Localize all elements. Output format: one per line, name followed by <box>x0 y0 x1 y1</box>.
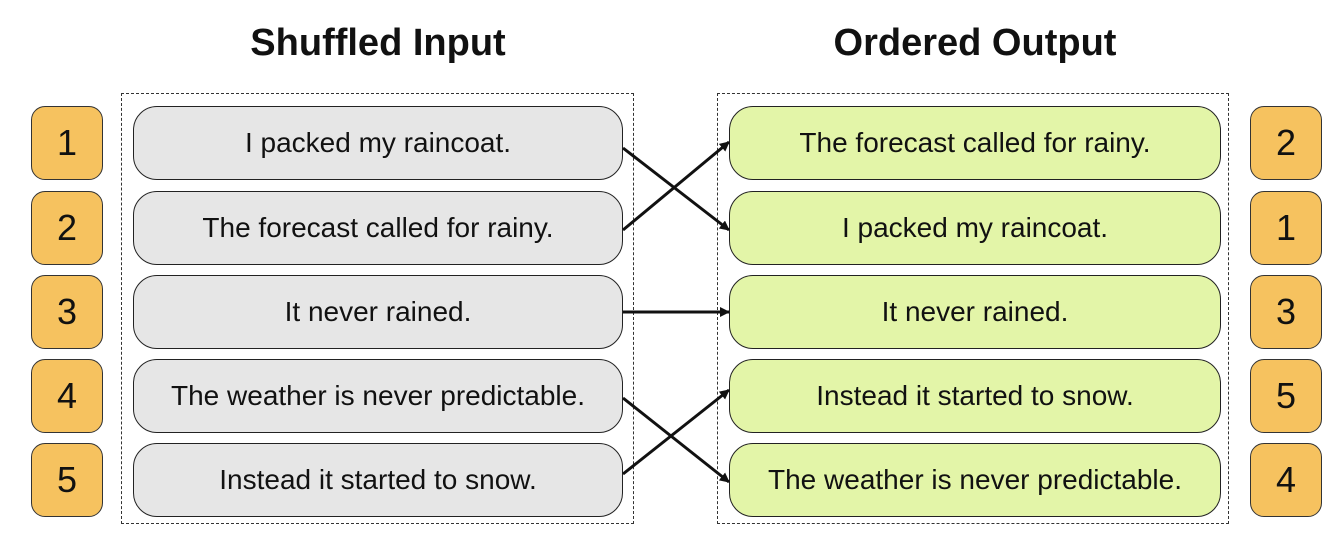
output-sentence-box: Instead it started to snow. <box>729 359 1221 433</box>
output-sentence-box: I packed my raincoat. <box>729 191 1221 265</box>
output-index-badge: 5 <box>1250 359 1322 433</box>
input-index-badge: 4 <box>31 359 103 433</box>
input-sentence-box: The weather is never predictable. <box>133 359 623 433</box>
input-index-badge: 1 <box>31 106 103 180</box>
output-index-badge: 2 <box>1250 106 1322 180</box>
ordered-output-title: Ordered Output <box>833 22 1117 64</box>
arrow-2-to-1 <box>622 140 730 232</box>
input-frame <box>121 93 634 524</box>
input-sentence-box: The forecast called for rainy. <box>133 191 623 265</box>
shuffled-input-title: Shuffled Input <box>250 22 506 64</box>
arrow-5-to-4 <box>622 388 730 476</box>
output-sentence-box: The weather is never predictable. <box>729 443 1221 517</box>
output-index-badge: 3 <box>1250 275 1322 349</box>
input-sentence-box: It never rained. <box>133 275 623 349</box>
output-index-badge: 1 <box>1250 191 1322 265</box>
arrow-4-to-5 <box>622 396 730 484</box>
input-index-badge: 5 <box>31 443 103 517</box>
input-sentence-box: I packed my raincoat. <box>133 106 623 180</box>
output-sentence-box: It never rained. <box>729 275 1221 349</box>
input-index-badge: 2 <box>31 191 103 265</box>
arrow-1-to-2 <box>622 146 730 232</box>
output-sentence-box: The forecast called for rainy. <box>729 106 1221 180</box>
input-index-badge: 3 <box>31 275 103 349</box>
output-index-badge: 4 <box>1250 443 1322 517</box>
input-sentence-box: Instead it started to snow. <box>133 443 623 517</box>
output-frame <box>717 93 1229 524</box>
